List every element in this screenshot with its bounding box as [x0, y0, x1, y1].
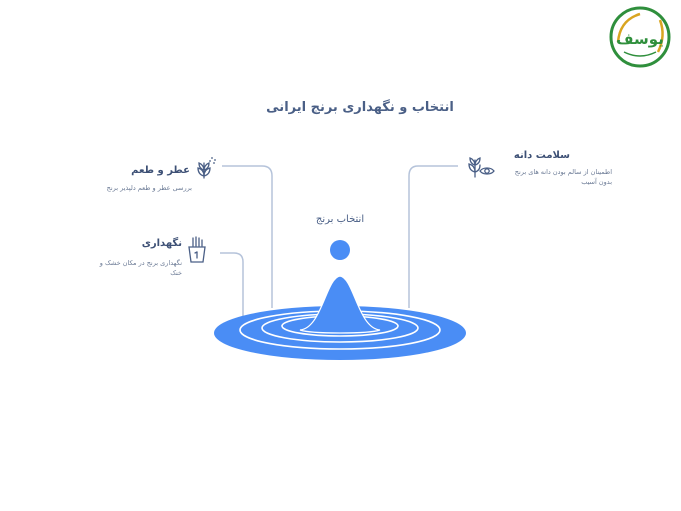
aroma-heading: عطر و طعم — [131, 165, 190, 176]
connector-aroma — [222, 165, 273, 308]
splash-column — [299, 275, 381, 334]
center-label: انتخاب برنج — [315, 214, 365, 225]
wheat-icon — [197, 157, 216, 179]
health-description: اطمینان از سالم بودن دانه های برنج بدون … — [514, 168, 612, 186]
brand-logo: یوسف — [609, 6, 671, 68]
storage-description: نگهداری برنج در مکان خشک و خنک — [99, 259, 182, 277]
storage-heading: نگهداری — [141, 238, 182, 249]
aroma-description: بررسی عطر و طعم دلپذیر برنج — [106, 184, 192, 192]
droplet — [330, 240, 350, 260]
grain-eye-icon — [468, 157, 495, 178]
page-title: انتخاب و نگهداری برنج ایرانی — [266, 100, 454, 115]
logo-text: یوسف — [616, 30, 664, 48]
connector-health — [408, 165, 458, 308]
connector-storage — [220, 252, 244, 316]
storage-jar-icon — [188, 236, 206, 263]
health-heading: سلامت دانه — [513, 150, 570, 161]
